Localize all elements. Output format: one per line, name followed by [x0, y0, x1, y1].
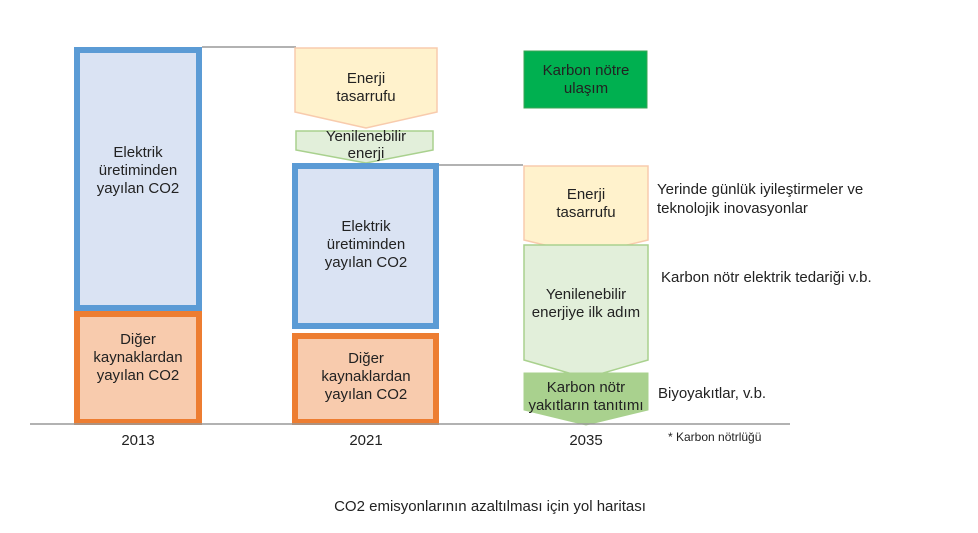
label-2021-saving: Enerji tasarrufu [336, 70, 396, 105]
label-2035-renewable: Yenilenebilir enerjiye ilk adım [531, 286, 641, 321]
label-2035-saving: Enerji tasarrufu [556, 186, 616, 221]
chevron-2021-renewable [295, 130, 434, 164]
chevron-2035-fuels [523, 372, 649, 426]
label-2013-electric: Elektrik üretiminden yayılan CO2 [96, 144, 180, 197]
note-saving: Yerinde günlük iyileştirmeler ve teknolo… [657, 181, 864, 217]
label-2021-renewable: Yenilenebilir enerji [325, 128, 407, 162]
label-2021-electric: Elektrik üretiminden yayılan CO2 [324, 218, 408, 271]
note-fuels: Biyoyakıtlar, v.b. [658, 385, 767, 402]
label-2013-other: Diğer kaynaklardan yayılan CO2 [93, 331, 183, 384]
year-2013: 2013 [121, 432, 155, 449]
year-2021: 2021 [349, 432, 383, 449]
footnote: * Karbon nötrlüğü [668, 430, 762, 444]
box-2035-goal [523, 50, 648, 109]
label-2035-goal: Karbon nötre ulaşım [542, 62, 630, 97]
chevron-2035-renewable [523, 244, 649, 379]
box-2013-electric [74, 47, 202, 311]
label-2035-fuels: Karbon nötr yakıtların tanıtımı [528, 379, 644, 414]
box-2021-other [292, 333, 439, 425]
label-2021-other: Diğer kaynaklardan yayılan CO2 [321, 350, 411, 403]
year-2035: 2035 [569, 432, 603, 449]
chevron-2021-saving [294, 47, 438, 129]
box-2021-electric [292, 163, 439, 329]
note-renewable: Karbon nötr elektrik tedariği v.b. [661, 269, 872, 286]
box-2013-other [74, 311, 202, 425]
caption: CO2 emisyonlarının azaltılması için yol … [334, 498, 646, 515]
